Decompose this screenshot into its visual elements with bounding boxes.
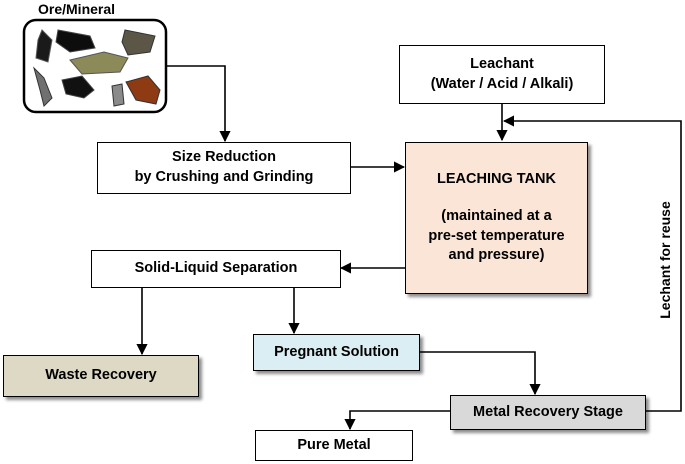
- pure-metal-box: Pure Metal: [255, 430, 413, 461]
- leaching-tank-line3: and pressure): [448, 247, 545, 264]
- edge-pregnant-to-metal-recovery: [420, 351, 541, 396]
- leachant-subtitle: (Water / Acid / Alkali): [430, 75, 574, 92]
- edge-metal-recovery-to-pure-metal: [344, 410, 450, 431]
- edge-ore-to-size-reduction: [166, 65, 231, 143]
- metal-recovery-box: Metal Recovery Stage: [450, 395, 646, 430]
- ore-rock-6: [61, 75, 95, 99]
- ore-image: [22, 18, 168, 114]
- pregnant-solution-box: Pregnant Solution: [253, 334, 420, 371]
- size-reduction-line1: Size Reduction: [172, 149, 276, 166]
- edge-reuse-loop: [502, 115, 682, 412]
- waste-recovery-box: Waste Recovery: [3, 355, 199, 397]
- ore-rock-2: [55, 29, 96, 53]
- leaching-tank-box: LEACHING TANK (maintained at a pre-set t…: [405, 142, 588, 294]
- size-reduction-box: Size Reduction by Crushing and Grinding: [97, 142, 351, 194]
- size-reduction-line2: by Crushing and Grinding: [134, 169, 314, 185]
- ore-rock-1: [35, 29, 53, 63]
- leaching-tank-title: LEACHING TANK: [437, 171, 556, 188]
- leaching-tank-line2: pre-set temperature: [428, 227, 565, 244]
- solid-liquid-separation-box: Solid-Liquid Separation: [91, 250, 341, 288]
- pure-metal-label: Pure Metal: [297, 436, 371, 453]
- ore-rock-8: [125, 75, 161, 105]
- ore-rock-5: [33, 66, 53, 107]
- solid-liquid-separation-label: Solid-Liquid Separation: [134, 260, 298, 277]
- leachant-box: Leachant (Water / Acid / Alkali): [399, 45, 605, 104]
- ore-rock-3: [121, 29, 156, 56]
- leaching-tank-line1: (maintained at a: [441, 207, 552, 224]
- leachant-reuse-label: Lechant for reuse: [657, 201, 673, 319]
- ore-rock-4: [69, 51, 129, 75]
- leachant-title: Leachant: [470, 55, 534, 72]
- ore-mineral-label: Ore/Mineral: [38, 1, 116, 17]
- metal-recovery-label: Metal Recovery Stage: [473, 403, 623, 420]
- waste-recovery-label: Waste Recovery: [45, 367, 157, 384]
- pregnant-solution-label: Pregnant Solution: [274, 343, 399, 360]
- ore-rock-7: [111, 83, 125, 107]
